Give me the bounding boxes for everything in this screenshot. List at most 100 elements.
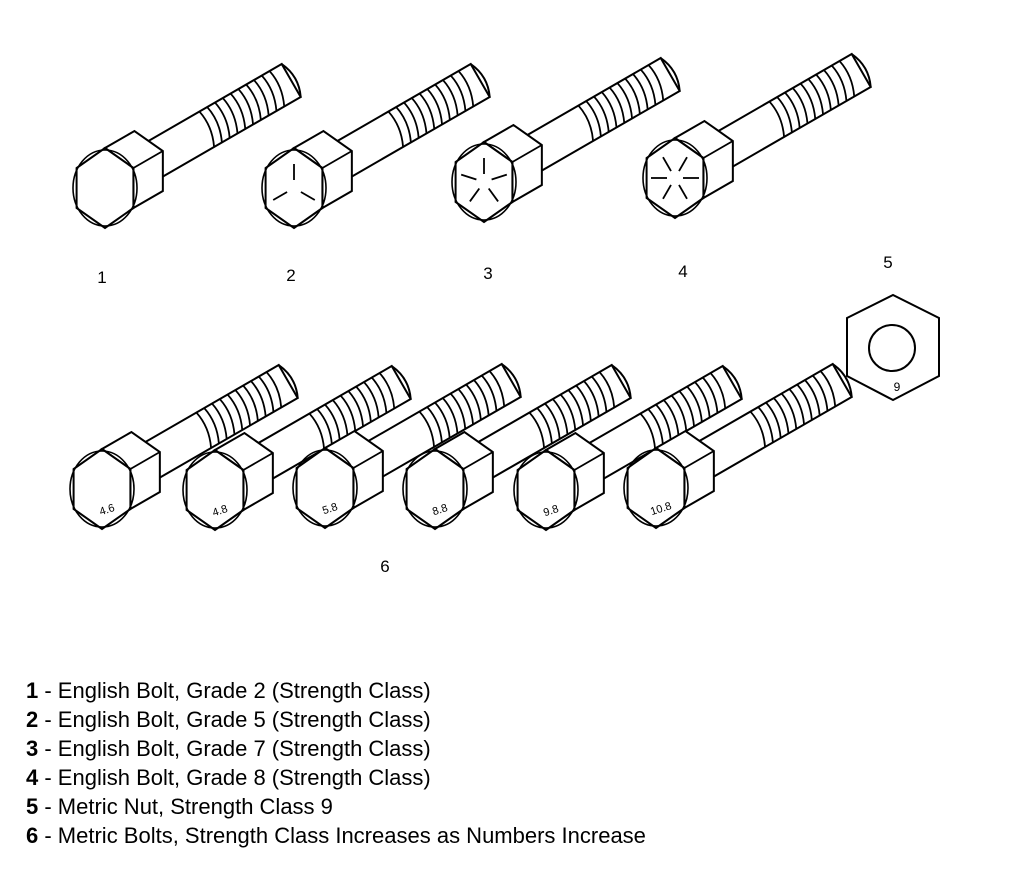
bolt-head-chamfer: [261, 149, 327, 227]
thread-line: [575, 384, 592, 422]
thread-line: [804, 379, 821, 416]
thread-line: [308, 412, 325, 450]
thread-line: [528, 411, 545, 449]
legend-text: - Metric Nut, Strength Class 9: [38, 794, 333, 819]
legend-row-1: 1 - English Bolt, Grade 2 (Strength Clas…: [26, 676, 986, 705]
bolt-head-face: [75, 146, 135, 230]
thread-line: [608, 86, 626, 124]
bolt-tip: [278, 364, 299, 399]
bolt-head-edge: [132, 150, 164, 169]
legend-text: - Metric Bolts, Strength Class Increases…: [38, 823, 646, 848]
thread-line: [268, 70, 286, 107]
thread-line: [624, 77, 641, 115]
thread-line: [749, 410, 766, 448]
legend-number: 3: [26, 736, 39, 761]
thread-line: [536, 407, 553, 444]
bolt-head-chamfer: [451, 143, 517, 221]
thread-line: [450, 74, 467, 112]
thread-line: [709, 372, 727, 409]
bolt-class-label: 4.6: [98, 502, 116, 518]
bolt-head-chamfer: [72, 149, 138, 227]
bolt-head-face: [626, 446, 686, 530]
metric-bolt-3: 8.8: [402, 363, 633, 531]
bolt-tip: [660, 57, 681, 92]
english-bolt-1: [72, 62, 303, 230]
thread-line: [773, 397, 790, 434]
legend-number: 4: [26, 765, 39, 790]
thread-line: [670, 394, 688, 432]
thread-line: [242, 384, 259, 422]
english-bolt-4: [642, 52, 873, 220]
thread-line: [195, 411, 212, 449]
bolt-class-label: 5.8: [321, 501, 339, 517]
callout-3: 3: [483, 264, 492, 283]
thread-line: [442, 79, 459, 116]
thread-line: [355, 385, 372, 423]
callout-5: 5: [883, 253, 892, 272]
nut-bore: [868, 324, 916, 372]
thread-line: [780, 392, 798, 430]
legend-row-2: 2 - English Bolt, Grade 5 (Strength Clas…: [26, 705, 986, 734]
bolt-head-face: [516, 448, 576, 532]
thread-line: [831, 64, 848, 102]
grade-mark-line: [272, 191, 288, 201]
thread-line: [655, 403, 672, 441]
thread-line: [583, 380, 600, 417]
thread-line: [434, 83, 451, 121]
thread-line: [206, 106, 223, 143]
thread-line: [387, 110, 404, 148]
bolt-head-chamfer: [292, 449, 358, 527]
bolt-head-edge: [511, 144, 543, 163]
thread-line: [819, 370, 837, 407]
thread-line: [784, 91, 801, 129]
legend-row-3: 3 - English Bolt, Grade 7 (Strength Clas…: [26, 734, 986, 763]
legend-row-5: 5 - Metric Nut, Strength Class 9: [26, 792, 986, 821]
thread-line: [488, 370, 506, 407]
english-bolt-2: [261, 62, 492, 230]
thread-line: [686, 385, 703, 423]
thread-line: [663, 399, 680, 436]
bolt-head-face: [405, 447, 465, 531]
thread-line: [788, 388, 805, 425]
bolt-tip: [832, 363, 853, 398]
thread-line: [647, 408, 664, 445]
thread-line: [694, 381, 711, 418]
thread-line: [616, 82, 633, 119]
thread-line: [544, 402, 561, 440]
thread-line: [473, 379, 490, 416]
thread-line: [807, 78, 824, 115]
thread-line: [332, 399, 349, 436]
thread-line: [465, 383, 482, 421]
thread-line: [261, 74, 278, 112]
bolt-tip: [470, 63, 491, 98]
legend-text: - English Bolt, Grade 5 (Strength Class): [38, 707, 431, 732]
legend-row-6: 6 - Metric Bolts, Strength Class Increas…: [26, 821, 986, 850]
english-bolt-3: [451, 56, 682, 224]
thread-line: [411, 97, 428, 134]
thread-line: [632, 73, 649, 110]
grade-mark-line: [487, 187, 499, 202]
thread-line: [593, 95, 610, 133]
thread-line: [253, 79, 270, 116]
thread-line: [418, 92, 436, 130]
bolt-head-face: [295, 446, 355, 530]
legend-number: 2: [26, 707, 39, 732]
bolt-head-edge: [573, 452, 605, 471]
callout-2: 2: [286, 266, 295, 285]
grade-mark-line: [460, 173, 477, 181]
bolt-head-face: [72, 447, 132, 531]
thread-line: [378, 372, 396, 409]
thread-line: [567, 389, 584, 426]
grade-mark-line: [662, 184, 672, 200]
thread-line: [768, 100, 785, 138]
metric-bolt-1: 4.8: [182, 364, 413, 532]
callout-6: 6: [380, 557, 389, 576]
legend: 1 - English Bolt, Grade 2 (Strength Clas…: [26, 676, 986, 850]
thread-line: [640, 68, 657, 106]
thread-line: [757, 406, 774, 443]
grade-mark-line: [678, 156, 688, 172]
bolt-head-chamfer: [623, 449, 689, 527]
thread-line: [449, 392, 467, 430]
thread-line: [222, 97, 239, 134]
thread-line: [219, 398, 236, 435]
